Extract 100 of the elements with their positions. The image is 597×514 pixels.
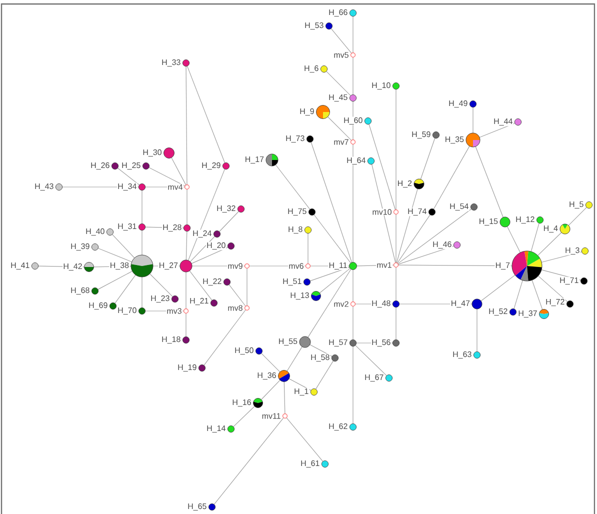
node-label: H_28 [162,224,182,232]
node-label: H_5 [568,200,584,210]
node-label: H_62 [328,422,348,432]
connector-line [514,280,523,310]
node-label: H_33 [160,58,182,68]
node-label: H_63 [452,350,472,360]
connector-line [398,246,454,265]
node-label: H_14 [206,424,226,434]
node-label: H_41 [10,262,30,270]
node-label: H_52 [488,308,508,316]
connector-line [538,276,568,302]
node-label: H_26 [90,162,110,170]
node-label: H_34 [116,182,138,192]
connector-line [537,232,562,256]
node-label: H_20 [206,242,226,250]
connector-line [288,378,312,391]
node-label: H_54 [448,202,470,212]
node-label: H_40 [84,228,106,236]
node-label: H_12 [514,216,536,224]
node-label: H_49 [448,100,468,108]
connector-line [284,381,286,414]
node-label: mv8 [227,304,244,312]
connector-line [352,101,354,140]
node-label: H_4 [542,224,559,234]
node-label: H_29 [200,162,222,170]
connector-line [352,144,354,263]
node-label: H_3 [564,246,580,256]
connector-line [352,269,354,302]
connector-line [308,268,352,338]
connector-line [352,16,354,54]
connector-line [275,164,310,210]
connector-line [310,142,352,263]
node-label: H_10 [370,82,392,90]
node-label: H_53 [304,22,324,30]
connector-line [327,116,352,141]
node-label: mv5 [333,52,350,58]
node-label: H_15 [478,218,499,226]
connector-line [114,274,136,304]
node-label: H_6 [303,64,320,74]
node-label: H_56 [370,338,392,348]
connector-line [98,270,133,290]
connector-line [541,252,582,263]
node-label: H_39 [70,242,90,252]
node-label: H_38 [109,262,130,270]
node-label: H_7 [494,262,511,270]
connector-line [472,107,474,134]
connector-line [214,417,284,505]
node-label: H_58 [310,354,330,362]
node-label: mv2 [333,300,350,308]
node-label: H_21 [188,297,210,306]
connector-line [186,231,188,260]
connector-line [397,208,472,264]
connector-line [204,309,246,366]
node-label: H_37 [518,310,538,318]
connector-line [396,214,430,264]
connector-line [261,353,280,372]
node-label: H_46 [432,240,452,250]
connector-line [352,56,354,95]
connector-line [506,226,521,253]
connector-line [433,146,470,210]
node-label: H_36 [256,372,277,380]
connector-line [480,274,516,302]
node-label: H_13 [290,292,310,300]
node-label: H_25 [120,162,142,170]
connector-line [112,234,135,258]
node-label: H_44 [492,118,514,126]
node-label: H_31 [116,222,138,232]
connector-line [149,273,173,297]
connector-line [260,380,280,400]
node-label: H_30 [142,148,162,158]
connector-line [420,138,436,180]
connector-line [326,71,351,96]
connector-line [171,157,186,186]
connector-line [330,28,352,54]
connector-line [479,122,516,138]
connector-line [286,346,302,372]
node-label: H_27 [158,262,179,270]
node-label: H_65 [186,502,208,512]
node-label: H_55 [278,338,298,346]
node-label: H_9 [299,108,315,116]
node-label: H_61 [300,460,320,468]
connector-line [310,266,350,282]
connector-line [186,66,226,164]
node-label: H_69 [88,302,108,310]
node-label: H_72 [544,298,566,307]
connector-line [532,280,543,310]
node-label: H_51 [282,278,302,286]
node-label: H_57 [328,338,348,348]
node-label: H_11 [328,262,348,270]
node-label: H_48 [370,300,392,308]
connector-line [62,186,139,188]
node-label: H_47 [450,300,471,308]
node-label: H_1 [293,388,310,396]
node-label: H_43 [34,182,54,192]
connector-line [191,247,228,264]
connector-line [396,188,418,264]
connector-line [188,168,226,261]
connector-line [38,266,85,268]
connector-line [246,268,248,306]
connector-line [568,207,587,226]
